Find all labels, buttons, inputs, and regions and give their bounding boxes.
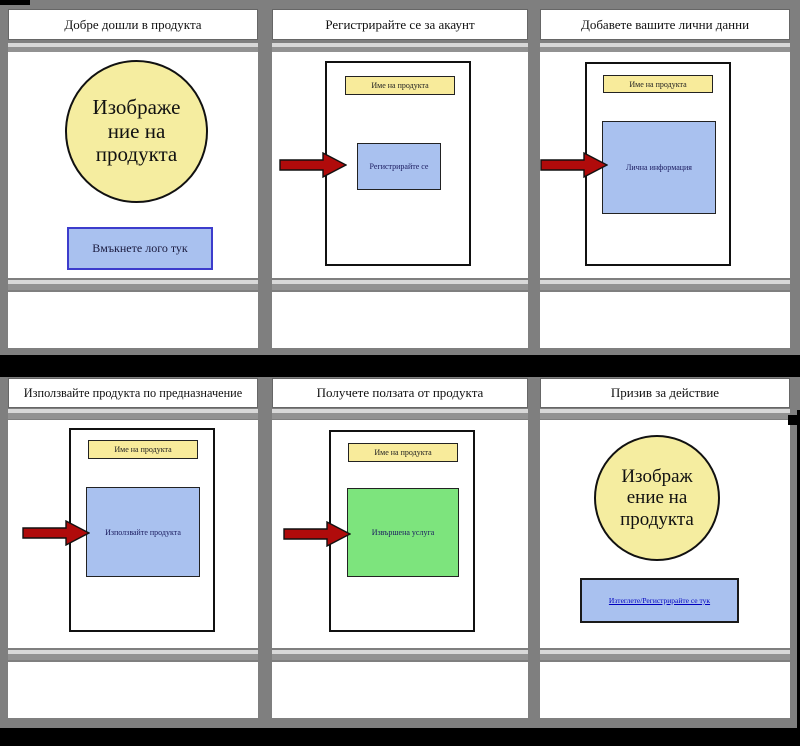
cta-box: Изтеглете/Регистрирайте се тук bbox=[580, 578, 739, 623]
divider-groove bbox=[540, 43, 790, 53]
divider-groove bbox=[272, 650, 528, 660]
service-done-shape: Извършена услуга bbox=[347, 488, 459, 577]
storyboard-panel-register: Регистрирайте се за акаунт Име на продук… bbox=[272, 9, 528, 348]
divider-groove bbox=[272, 280, 528, 290]
panel-canvas: Име на продукта Извършена услуга bbox=[272, 420, 528, 648]
personal-info-shape: Лична информация bbox=[602, 121, 716, 214]
storyboard-panel-welcome: Добре дошли в продукта Изображе ние на п… bbox=[8, 9, 258, 348]
divider-groove bbox=[272, 43, 528, 53]
panel-notes bbox=[8, 292, 258, 348]
placeholder-line: ение на bbox=[626, 487, 688, 509]
red-arrow-icon bbox=[22, 520, 90, 546]
panel-notes bbox=[8, 662, 258, 718]
letterbox-band bbox=[0, 0, 30, 5]
red-arrow-icon bbox=[279, 152, 347, 178]
product-image-placeholder: Изображ ение на продукта bbox=[594, 435, 720, 561]
panel-title: Добре дошли в продукта bbox=[8, 9, 258, 40]
panel-title: Призив за действие bbox=[540, 378, 790, 408]
divider-groove bbox=[540, 409, 790, 419]
panel-notes bbox=[540, 662, 790, 718]
placeholder-line: Изображ bbox=[621, 466, 693, 488]
divider-groove bbox=[8, 650, 258, 660]
panel-canvas: Име на продукта Лична информация bbox=[540, 52, 790, 278]
screen-mockup: Име на продукта Използвайте продукта bbox=[69, 428, 215, 632]
app-name-bar: Име на продукта bbox=[345, 76, 455, 95]
divider-groove bbox=[8, 43, 258, 53]
screen-mockup: Име на продукта Извършена услуга bbox=[329, 430, 475, 632]
screen-mockup: Име на продукта Регистрирайте се bbox=[325, 61, 471, 266]
letterbox-band bbox=[0, 728, 800, 746]
divider-groove bbox=[8, 409, 258, 419]
app-name-bar: Име на продукта bbox=[603, 75, 713, 93]
red-arrow-icon bbox=[540, 152, 608, 178]
divider-groove bbox=[540, 650, 790, 660]
storyboard-panel-benefit: Получете ползата от продукта Име на прод… bbox=[272, 378, 528, 718]
panel-title: Регистрирайте се за акаунт bbox=[272, 9, 528, 40]
panel-canvas: Име на продукта Използвайте продукта bbox=[8, 420, 258, 648]
panel-canvas: Име на продукта Регистрирайте се bbox=[272, 52, 528, 278]
product-image-placeholder: Изображе ние на продукта bbox=[65, 60, 208, 203]
register-button-shape: Регистрирайте се bbox=[357, 143, 441, 190]
panel-notes bbox=[272, 662, 528, 718]
panel-notes bbox=[272, 292, 528, 348]
letterbox-band bbox=[797, 410, 800, 746]
red-arrow-icon bbox=[283, 521, 351, 547]
use-product-shape: Използвайте продукта bbox=[86, 487, 200, 577]
panel-notes bbox=[540, 292, 790, 348]
placeholder-line: продукта bbox=[620, 508, 694, 530]
letterbox-band bbox=[788, 415, 800, 425]
placeholder-line: ние на bbox=[107, 118, 166, 143]
divider-groove bbox=[272, 409, 528, 419]
letterbox-band bbox=[0, 355, 800, 377]
storyboard-panel-cta: Призив за действие Изображ ение на проду… bbox=[540, 378, 790, 718]
panel-canvas: Изображ ение на продукта Изтеглете/Регис… bbox=[540, 420, 790, 648]
panel-title: Получете ползата от продукта bbox=[272, 378, 528, 408]
panel-canvas: Изображе ние на продукта Вмъкнете лого т… bbox=[8, 52, 258, 278]
storyboard-panel-personal-data: Добавете вашите лични данни Име на проду… bbox=[540, 9, 790, 348]
placeholder-line: продукта bbox=[95, 142, 178, 167]
app-name-bar: Име на продукта bbox=[88, 440, 198, 459]
app-name-bar: Име на продукта bbox=[348, 443, 458, 462]
cta-link[interactable]: Изтеглете/Регистрирайте се тук bbox=[608, 596, 711, 605]
panel-title: Добавете вашите лични данни bbox=[540, 9, 790, 40]
panel-title: Използвайте продукта по предназначение bbox=[8, 378, 258, 408]
placeholder-line: Изображе bbox=[92, 95, 181, 120]
divider-groove bbox=[540, 280, 790, 290]
divider-groove bbox=[8, 280, 258, 290]
storyboard-panel-use-product: Използвайте продукта по предназначение И… bbox=[8, 378, 258, 718]
logo-placeholder-box: Вмъкнете лого тук bbox=[67, 227, 213, 270]
